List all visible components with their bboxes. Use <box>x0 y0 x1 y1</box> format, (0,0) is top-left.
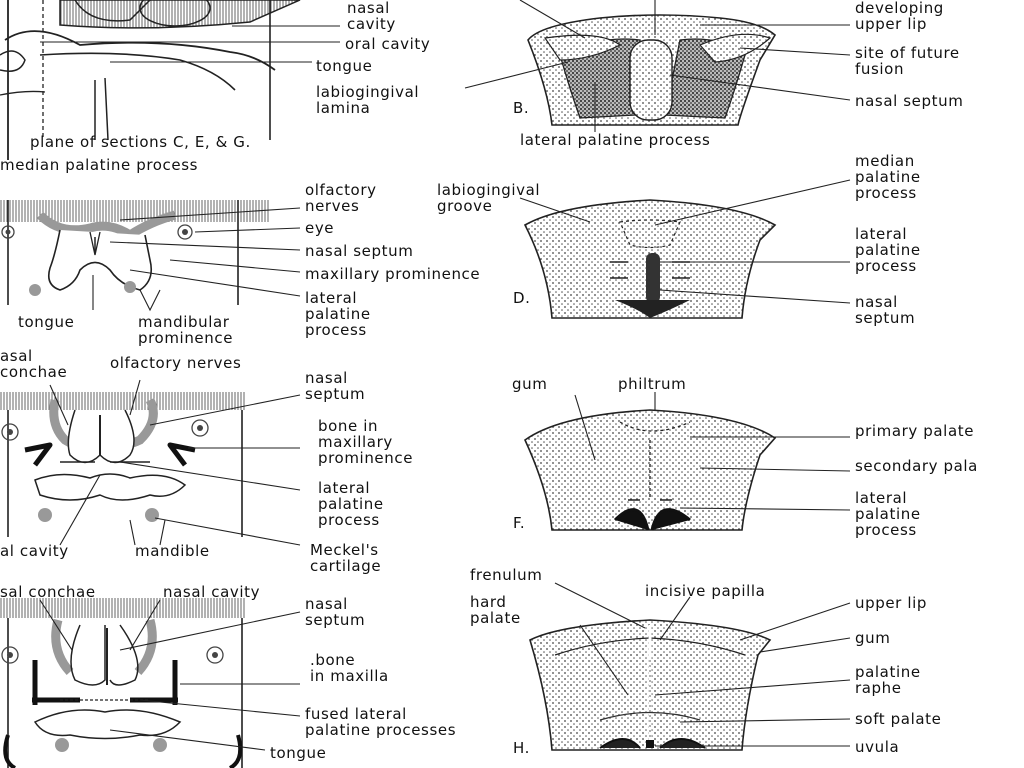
label-lateral-palatine-process-c: lateral palatine process <box>305 289 371 339</box>
label-lateral-palatine-process-e: lateral palatine process <box>318 479 384 529</box>
section-g-drawing <box>0 598 301 768</box>
label-plane-of-sections: plane of sections C, E, & G. <box>30 133 251 151</box>
label-labiogingival-groove: labiogingival groove <box>437 181 541 215</box>
label-lateral-palatine-process-d: lateral palatine process <box>855 225 921 275</box>
section-f-drawing <box>523 392 851 531</box>
label-bone-in-maxillary-prominence: bone in maxillary prominence <box>318 417 414 467</box>
label-philtrum: philtrum <box>618 375 687 393</box>
label-median-palatine-process-a: median palatine process <box>0 156 199 174</box>
label-nasal-conchae-e: asal conchae <box>0 347 68 381</box>
label-uvula: uvula <box>855 738 900 756</box>
label-gum-h: gum <box>855 629 891 647</box>
label-letter-h: H. <box>513 739 530 757</box>
label-tongue-a: tongue <box>316 57 373 75</box>
label-mandibular-prominence-c: mandibular prominence <box>138 313 234 347</box>
label-olfactory-nerves-e: olfactory nerves <box>110 354 242 372</box>
label-lateral-palatine-process-b: lateral palatine process <box>520 131 711 149</box>
label-meckels-cartilage: Meckel's cartilage <box>310 541 382 575</box>
label-nasal-conchae-g: sal conchae <box>0 583 96 601</box>
label-tongue-g: tongue <box>270 744 327 762</box>
label-nasal-cavity-g: nasal cavity <box>163 583 261 601</box>
label-lateral-palatine-process-f: lateral palatine process <box>855 489 921 539</box>
section-d-drawing <box>519 179 851 319</box>
label-secondary-palate: secondary pala <box>855 457 978 475</box>
label-nasal-septum-g: nasal septum <box>305 595 366 629</box>
label-fused-lateral-palatine-processes: fused lateral palatine processes <box>305 705 457 739</box>
label-palatine-raphe: palatine raphe <box>855 663 921 697</box>
label-letter-d: D. <box>513 289 531 307</box>
label-gum-f: gum <box>512 375 548 393</box>
label-nasal-septum-e: nasal septum <box>305 369 366 403</box>
section-a-drawing <box>0 0 340 160</box>
section-e-drawing <box>0 379 301 546</box>
label-incisive-papilla: incisive papilla <box>645 582 766 600</box>
label-oral-cavity-e: al cavity <box>0 542 69 560</box>
label-mandible-e: mandible <box>135 542 210 560</box>
label-bone-in-maxilla: .bone in maxilla <box>310 651 389 685</box>
label-nasal-septum-c: nasal septum <box>305 242 414 260</box>
label-oral-cavity-a: oral cavity <box>345 35 431 53</box>
label-hard-palate: hard palate <box>470 593 521 627</box>
label-median-palatine-process-d: median palatine process <box>855 152 921 202</box>
label-nasal-septum-d: nasal septum <box>855 293 916 327</box>
label-olfactory-nerves-c: olfactory nerves <box>305 181 377 215</box>
label-tongue-c: tongue <box>18 313 75 331</box>
label-maxillary-prominence-c: maxillary prominence <box>305 265 481 283</box>
label-upper-lip-h: upper lip <box>855 594 927 612</box>
label-eye-c: eye <box>305 219 335 237</box>
section-b-drawing <box>464 0 851 132</box>
label-nasal-cavity-a: nasal cavity <box>347 0 396 33</box>
section-c-drawing <box>0 200 301 312</box>
section-h-drawing <box>529 582 851 751</box>
label-developing-upper-lip: developing upper lip <box>855 0 944 33</box>
label-labiogingival-lamina: labiogingival lamina <box>316 83 420 117</box>
label-letter-f: F. <box>513 514 526 532</box>
label-primary-palate: primary palate <box>855 422 975 440</box>
label-letter-b: B. <box>513 99 530 117</box>
label-site-of-future-fusion: site of future fusion <box>855 44 960 78</box>
label-frenulum: frenulum <box>470 566 543 584</box>
label-nasal-septum-b: nasal septum <box>855 92 964 110</box>
label-soft-palate: soft palate <box>855 710 942 728</box>
